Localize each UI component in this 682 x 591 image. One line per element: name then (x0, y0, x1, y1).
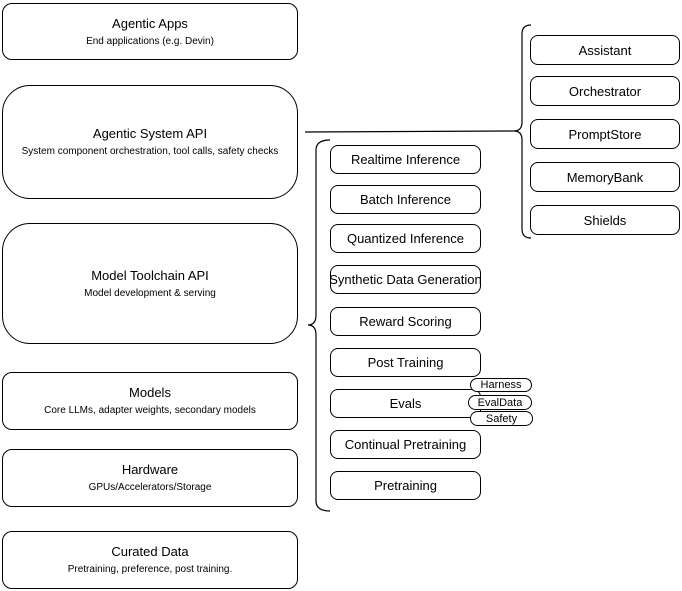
node-label: MemoryBank (566, 169, 644, 185)
node-title: Models (129, 385, 171, 400)
node-label: Evals (389, 396, 422, 411)
node-label: Synthetic Data Generation (329, 272, 482, 287)
node-title: Hardware (121, 462, 179, 477)
node-subtitle: Pretraining, preference, post training. (67, 564, 233, 575)
node-reward-scoring: Reward Scoring (330, 307, 481, 336)
node-title: Agentic Apps (112, 15, 188, 31)
node-memorybank: MemoryBank (530, 162, 680, 192)
tag-evaldata: EvalData (468, 395, 532, 410)
tag-safety: Safety (470, 411, 533, 426)
node-batch-inference: Batch Inference (330, 185, 481, 214)
connector-agentic-system-to-components (304, 130, 515, 133)
node-label: Shields (583, 212, 627, 228)
node-title: Model Toolchain API (91, 267, 209, 283)
node-label: PromptStore (568, 126, 642, 142)
node-assistant: Assistant (530, 35, 680, 65)
node-continual-pretraining: Continual Pretraining (330, 430, 481, 459)
node-label: Realtime Inference (350, 152, 461, 167)
node-hardware: Hardware GPUs/Accelerators/Storage (2, 449, 298, 507)
node-shields: Shields (530, 205, 680, 235)
node-label: Quantized Inference (346, 231, 465, 246)
tag-harness: Harness (470, 378, 532, 392)
node-title: Agentic System API (92, 126, 208, 141)
node-post-training: Post Training (330, 348, 481, 377)
node-label: Orchestrator (568, 83, 642, 99)
node-evals: Evals (330, 389, 481, 418)
tag-label: Harness (480, 379, 522, 391)
node-agentic-apps: Agentic Apps End applications (e.g. Devi… (2, 3, 298, 60)
node-label: Reward Scoring (359, 314, 452, 329)
node-quantized-inference: Quantized Inference (330, 224, 481, 253)
node-orchestrator: Orchestrator (530, 76, 680, 106)
node-label: Batch Inference (359, 192, 452, 207)
tag-label: EvalData (477, 396, 523, 409)
node-title: Curated Data (111, 544, 189, 559)
node-subtitle: End applications (e.g. Devin) (86, 35, 214, 47)
node-subtitle: Model development & serving (84, 287, 216, 299)
node-label: Continual Pretraining (344, 437, 467, 452)
node-model-toolchain-api: Model Toolchain API Model development & … (2, 223, 298, 344)
node-label: Pretraining (374, 478, 437, 493)
brace-agentic-components (513, 24, 532, 239)
node-curated-data: Curated Data Pretraining, preference, po… (2, 531, 298, 589)
node-models: Models Core LLMs, adapter weights, secon… (2, 372, 298, 430)
node-subtitle: Core LLMs, adapter weights, secondary mo… (44, 405, 256, 416)
node-synthetic-data-generation: Synthetic Data Generation (329, 265, 482, 294)
node-agentic-system-api: Agentic System API System component orch… (2, 85, 298, 199)
node-pretraining: Pretraining (330, 471, 481, 500)
node-label: Assistant (578, 42, 632, 58)
brace-toolchain-capabilities (307, 139, 331, 512)
node-label: Post Training (367, 355, 444, 370)
tag-label: Safety (485, 412, 518, 425)
node-subtitle: System component orchestration, tool cal… (21, 146, 279, 157)
node-subtitle: GPUs/Accelerators/Storage (88, 482, 212, 493)
node-realtime-inference: Realtime Inference (330, 145, 481, 174)
node-promptstore: PromptStore (530, 119, 680, 149)
